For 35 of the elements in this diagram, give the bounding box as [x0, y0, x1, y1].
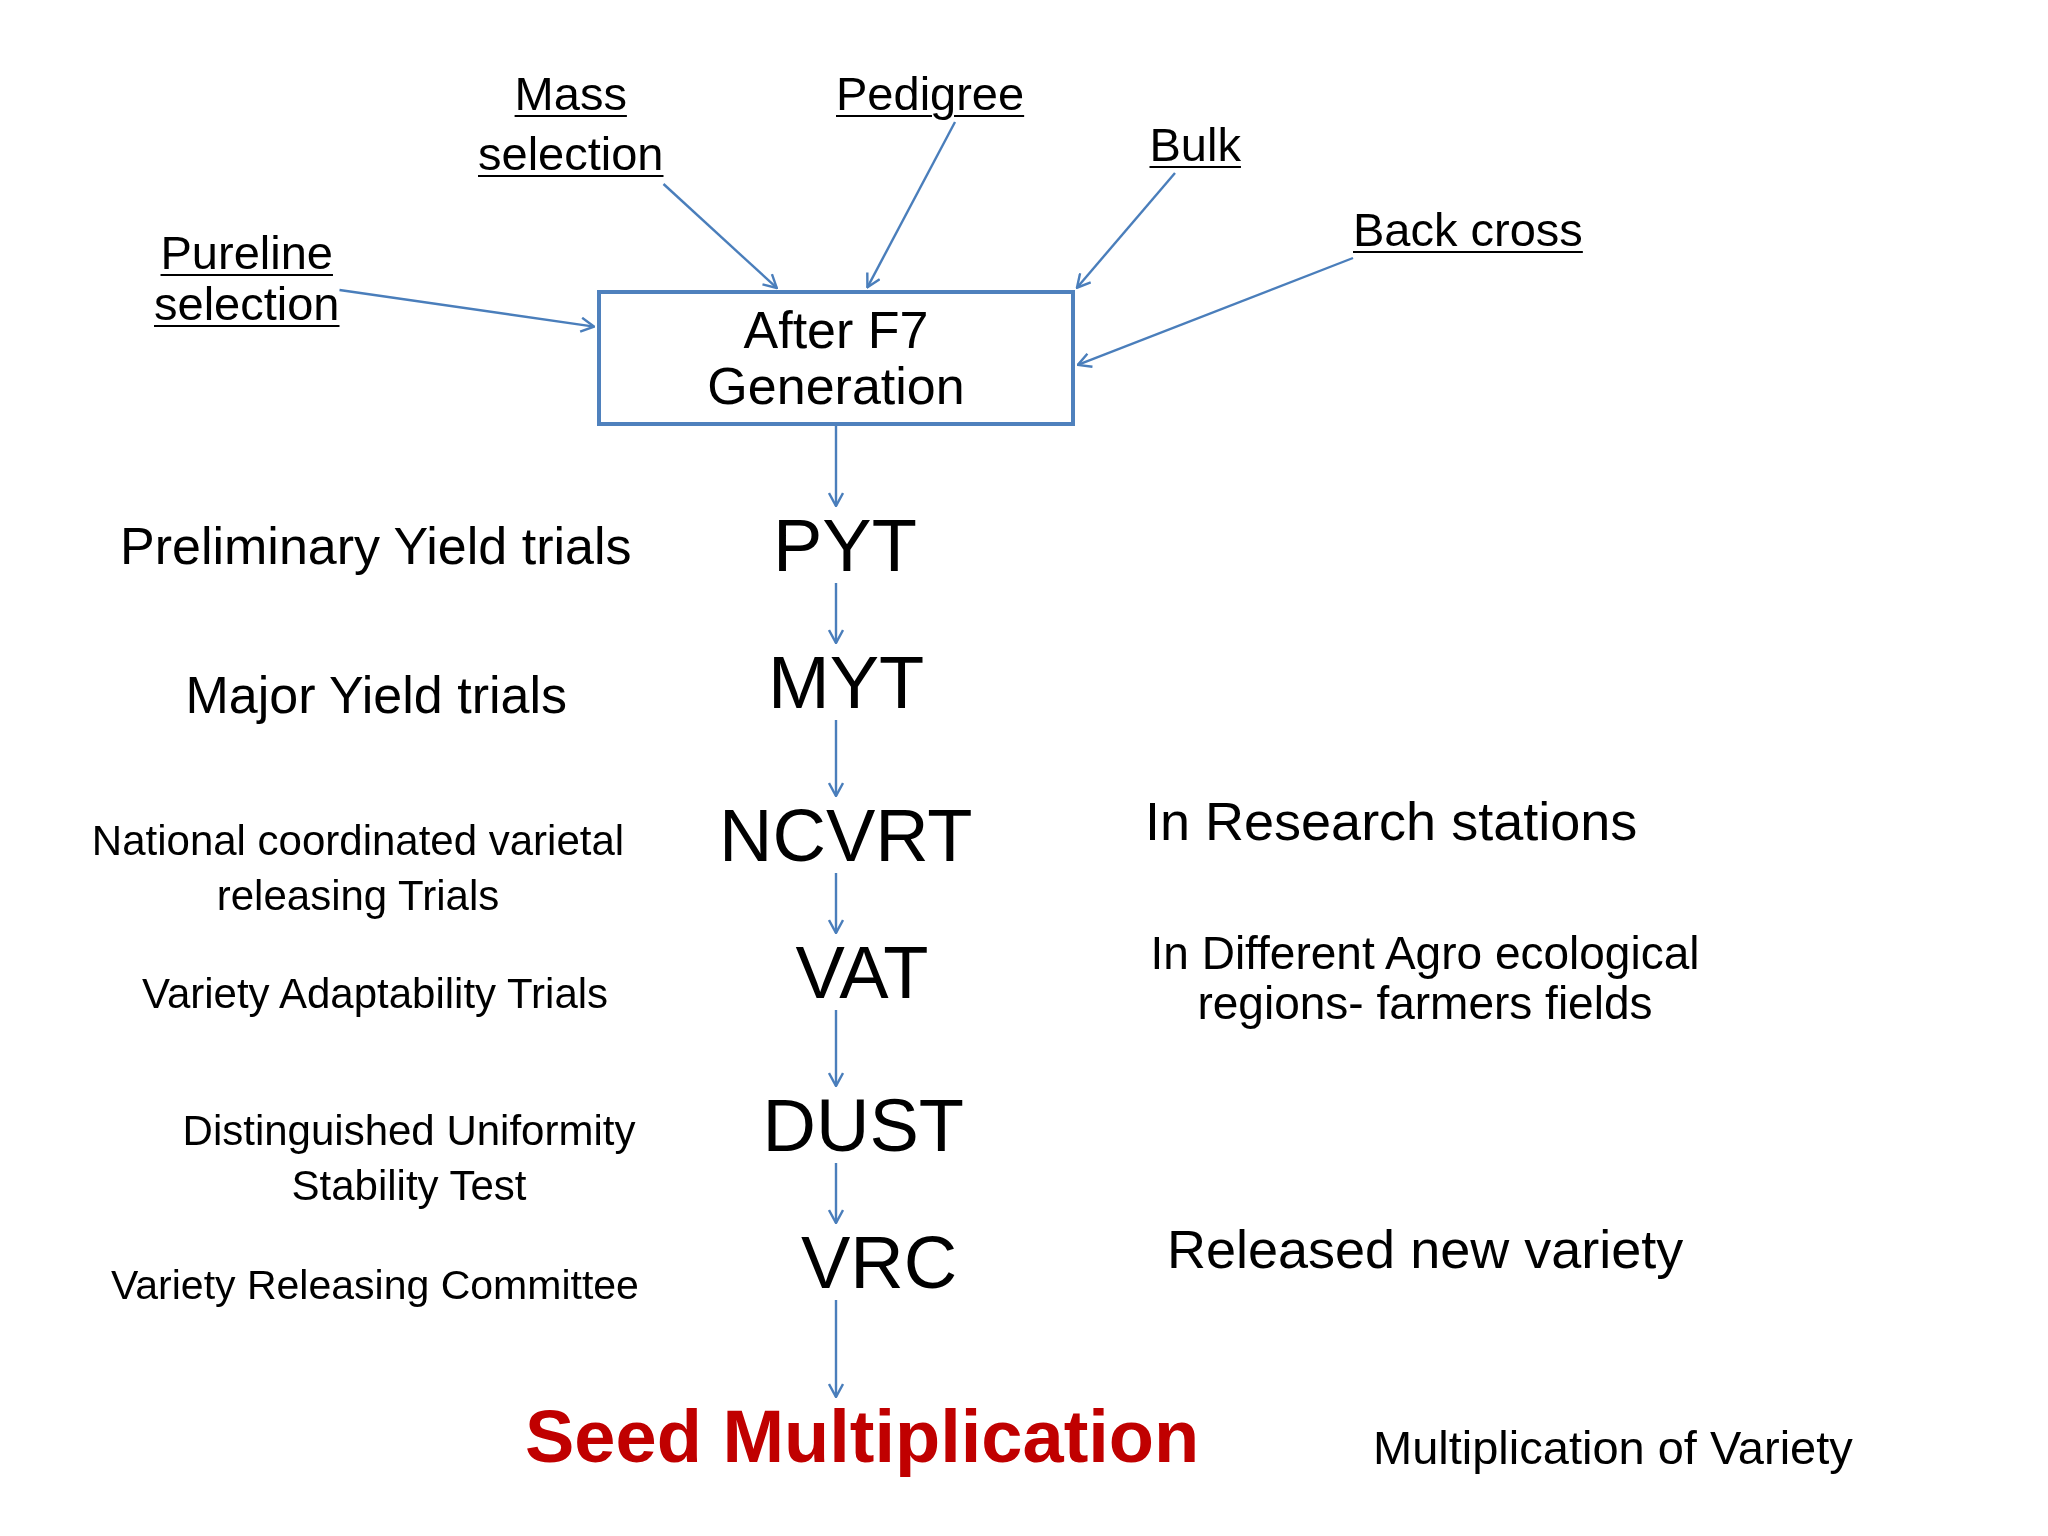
- arrow: [1076, 256, 1354, 368]
- stage-description: Distinguished Uniformity Stability Test: [181, 1106, 637, 1211]
- arrow: [1075, 172, 1176, 289]
- method-label: Bulk: [1149, 117, 1241, 173]
- arrow: [827, 583, 845, 645]
- stage-label: NCVRT: [719, 799, 973, 873]
- note-text: Released new variety: [1167, 1217, 1684, 1281]
- method-label: Pedigree: [836, 66, 1025, 122]
- method-label: Mass selection: [478, 64, 664, 184]
- stage-description: National coordinated varietal releasing Trials: [90, 816, 626, 921]
- arrow: [827, 1010, 845, 1088]
- process-box: [597, 290, 1075, 426]
- stage-label: VAT: [795, 936, 929, 1010]
- method-label: Back cross: [1353, 202, 1583, 258]
- arrow: [866, 121, 957, 289]
- stage-label: PYT: [773, 509, 917, 583]
- arrow: [339, 288, 596, 333]
- arrow: [827, 873, 845, 935]
- stage-description: Preliminary Yield trials: [120, 516, 632, 577]
- arrow: [827, 426, 845, 508]
- stage-description: Major Yield trials: [185, 665, 567, 726]
- stage-description: Variety Releasing Committee: [111, 1260, 639, 1310]
- stage-label: DUST: [762, 1089, 964, 1163]
- stage-label: VRC: [801, 1226, 958, 1300]
- note-text: Multiplication of Variety: [1373, 1420, 1853, 1476]
- note-text: In Research stations: [1145, 789, 1638, 853]
- arrow: [827, 1163, 845, 1225]
- box-label: After F7 Generation: [707, 302, 965, 414]
- arrow: [827, 1300, 845, 1399]
- stage-description: Variety Adaptability Trials: [142, 969, 609, 1019]
- note-text: In Different Agro ecological regions- farmers fields: [1149, 928, 1701, 1028]
- arrow: [827, 720, 845, 798]
- stage-label: MYT: [768, 646, 925, 720]
- method-label: Pureline selection: [154, 227, 340, 329]
- arrow: [662, 183, 778, 290]
